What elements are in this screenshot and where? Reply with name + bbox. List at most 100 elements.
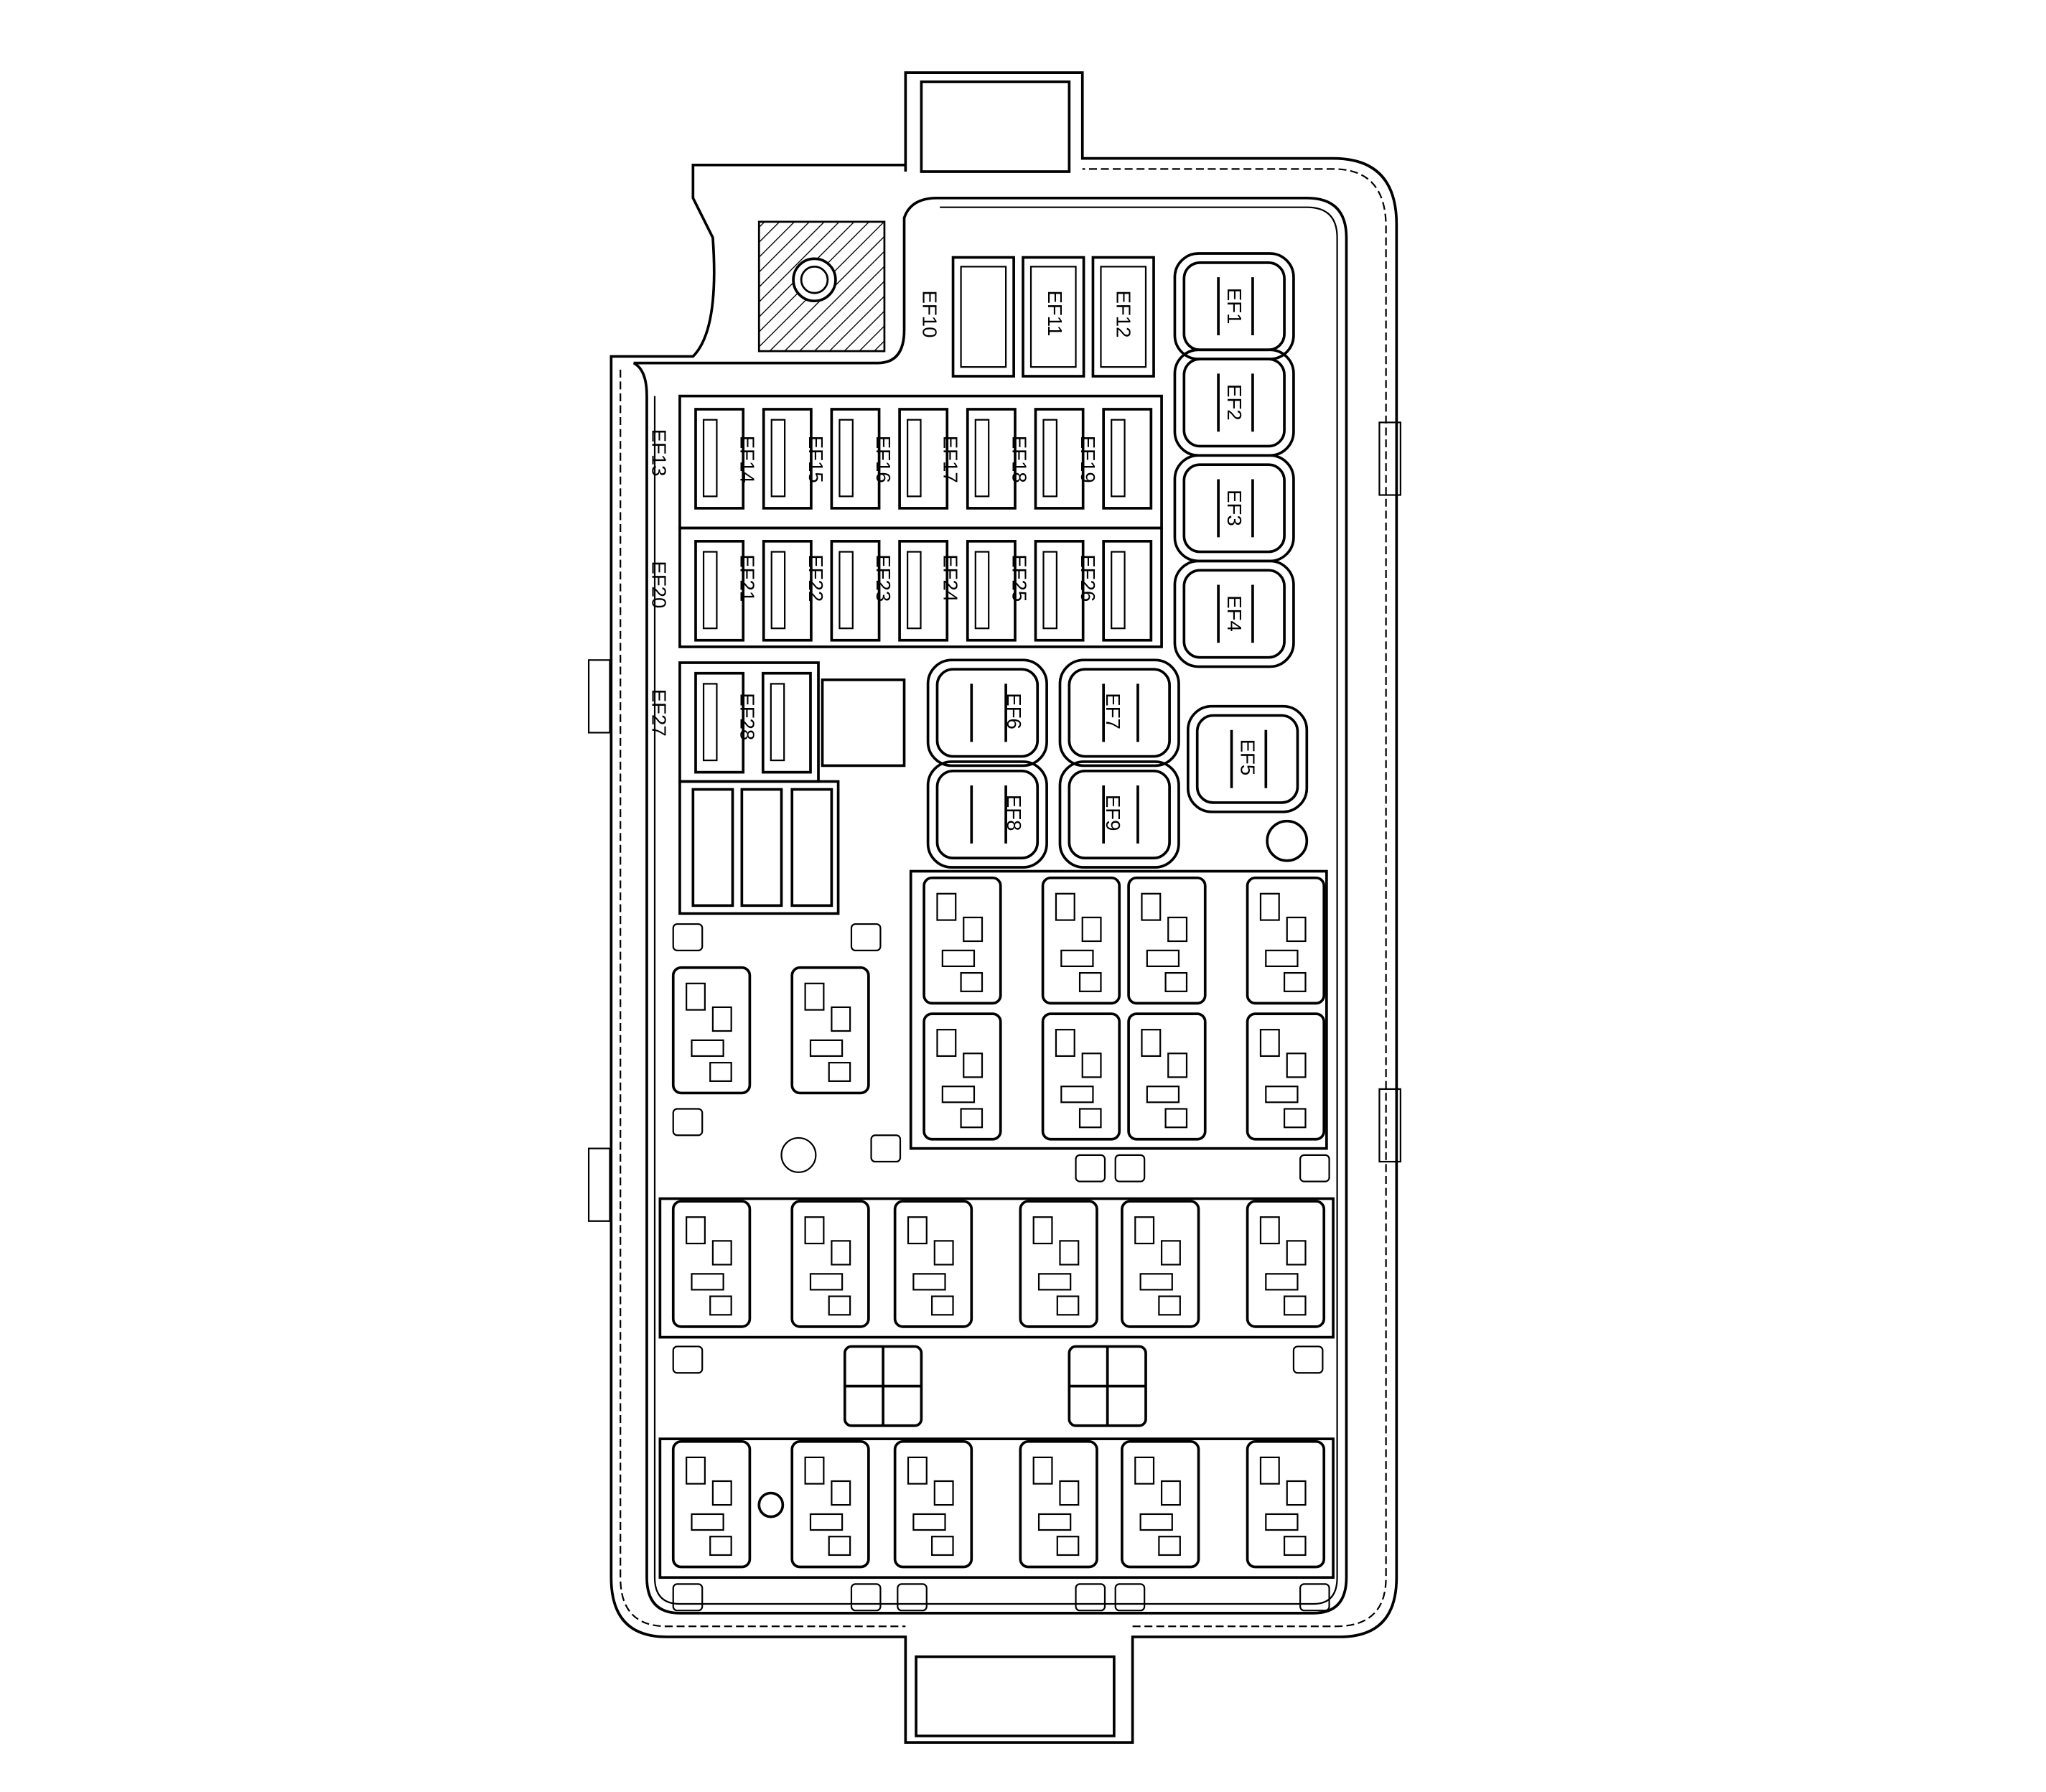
label-ef7: EF7: [1102, 693, 1124, 729]
relay-terminal: [686, 982, 706, 1011]
label-ef2: EF2: [1223, 384, 1246, 421]
mini-fuse-slot: [1034, 540, 1085, 642]
relay-terminal: [1139, 1273, 1173, 1291]
relay-socket: [671, 1439, 752, 1569]
relay-terminal: [1167, 916, 1188, 943]
relay-terminal: [1158, 1295, 1181, 1316]
relay-terminal: [691, 1273, 724, 1291]
latch-tab: [897, 1583, 928, 1612]
jcase-fuse-socket: [926, 760, 1048, 869]
relay-terminal: [831, 1240, 851, 1266]
relay-terminal: [1078, 1108, 1102, 1129]
relay-terminal: [1158, 1536, 1181, 1557]
relay-terminal: [1259, 892, 1280, 921]
label-ef20: EF20: [648, 561, 670, 608]
jcase-fuse-socket-inner: [1068, 668, 1171, 758]
relay-terminal: [1286, 916, 1307, 943]
relay-terminal: [828, 1295, 851, 1316]
jcase-fuse-socket-inner: [935, 769, 1040, 859]
relay-terminal: [709, 1295, 732, 1316]
relay-terminal: [828, 1536, 851, 1557]
mini-fuse-slot: [694, 671, 745, 774]
relay-block-upper: [909, 869, 1328, 1150]
relay-socket: [893, 1439, 973, 1569]
jcase-fuse-socket-inner: [1195, 714, 1299, 804]
fuse-terminal: [1111, 551, 1126, 630]
fuse-terminal: [1111, 419, 1126, 498]
jcase-fuse-socket: [1058, 658, 1180, 767]
relay-terminal: [936, 892, 957, 921]
mini-fuse-slot: [1102, 408, 1153, 510]
jcase-fuse-socket-inner: [1182, 358, 1286, 448]
label-ef6: EF6: [1003, 693, 1025, 729]
fuse-terminal: [907, 551, 922, 630]
jcase-fuse-socket-inner: [1182, 463, 1286, 554]
date-stamp-icon: [780, 1137, 817, 1173]
relay-terminal: [1259, 1029, 1280, 1058]
relay-terminal: [686, 1456, 706, 1485]
label-ef14: EF14: [737, 436, 759, 483]
jcase-fuse-socket: [1186, 704, 1309, 813]
relay-terminal: [1056, 1536, 1080, 1557]
fuse-socket: [1022, 256, 1085, 378]
relay-terminal: [931, 1536, 954, 1557]
fuse-socket-inner: [960, 266, 1007, 368]
mini-fuse-slot: [761, 671, 812, 774]
relay-terminal: [1146, 1086, 1180, 1103]
relay-terminal: [1164, 1108, 1188, 1129]
label-ef17: EF17: [940, 436, 962, 483]
relay-socket: [790, 1200, 870, 1328]
label-ef28: EF28: [737, 693, 759, 740]
relay-terminal: [1259, 1216, 1280, 1245]
relay-terminal: [933, 1480, 954, 1506]
relay-terminal: [709, 1062, 732, 1082]
fuse-socket-inner: [1029, 266, 1077, 368]
relay-terminal: [1283, 1108, 1307, 1129]
latch-tab: [1114, 1583, 1146, 1612]
relay-terminal: [1160, 1240, 1181, 1266]
fuse-terminal: [770, 551, 786, 630]
relay-terminal: [1059, 1240, 1080, 1266]
relay-terminal: [933, 1240, 954, 1266]
label-ef10: EF10: [918, 291, 940, 338]
relay-terminal: [711, 1480, 732, 1506]
jcase-fuse-socket-inner: [1182, 569, 1286, 659]
label-ef27: EF27: [648, 689, 670, 737]
relay-terminal: [1037, 1513, 1072, 1531]
latch-tab: [1292, 1345, 1324, 1374]
relay-terminal: [941, 949, 976, 968]
latch-tab: [1075, 1154, 1106, 1182]
latch-tab: [672, 1345, 704, 1374]
latch-tab: [1075, 1583, 1106, 1612]
label-ef11: EF11: [1044, 291, 1066, 337]
label-ef16: EF16: [872, 436, 894, 483]
relay-terminal: [1283, 1295, 1307, 1316]
fuse-socket: [951, 256, 1015, 378]
relay-socket: [1121, 1439, 1200, 1569]
relay-block-bottom: [658, 1437, 1335, 1579]
fuse-terminal: [702, 551, 718, 630]
relay-socket: [1121, 1200, 1200, 1328]
relay-terminal: [1056, 1295, 1080, 1316]
label-ef18: EF18: [1008, 436, 1030, 483]
relay-terminal: [1265, 1273, 1299, 1291]
relay-terminal: [1146, 949, 1180, 968]
jcase-fuse-socket: [926, 658, 1048, 767]
relay-terminal: [1167, 1053, 1188, 1078]
relay-terminal: [907, 1216, 928, 1245]
mini-fuse-slot: [830, 408, 881, 510]
relay-socket: [671, 966, 752, 1095]
relay-terminal: [831, 1480, 851, 1506]
mounting-hole: [1266, 819, 1309, 862]
latch-tab: [1299, 1154, 1330, 1182]
mini-fuse-slot: [966, 540, 1017, 642]
relay-terminal: [1037, 1273, 1072, 1291]
relay-terminal: [1283, 971, 1307, 992]
mini-fuse-slot: [694, 408, 745, 510]
latch-tab: [672, 1108, 704, 1137]
relay-socket: [1019, 1200, 1098, 1328]
mini-fuse-slot: [762, 408, 813, 510]
relay-terminal: [1265, 949, 1299, 968]
relay-terminal: [1259, 1456, 1280, 1485]
